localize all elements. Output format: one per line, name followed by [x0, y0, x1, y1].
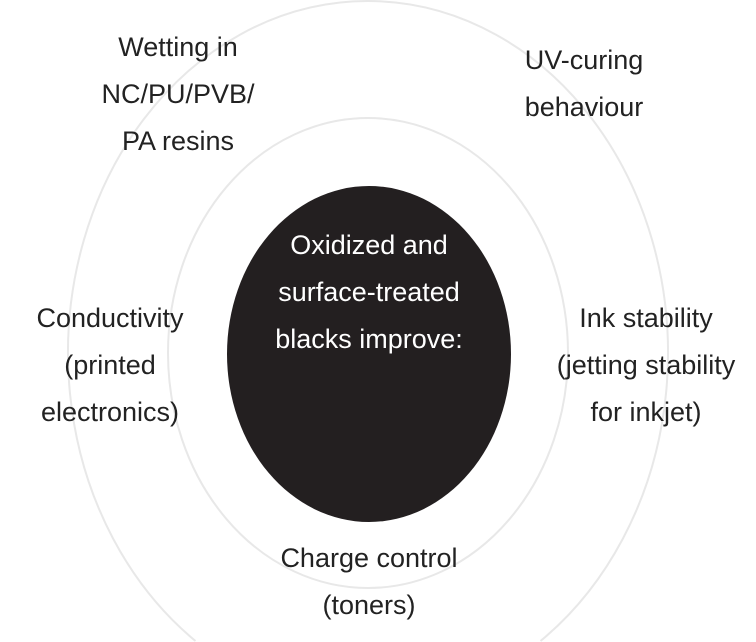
label-line: (toners) [322, 590, 416, 620]
label-line: Wetting in [118, 32, 238, 62]
center-label: Oxidized and surface-treated blacks impr… [219, 222, 519, 363]
center-line: blacks improve: [275, 324, 463, 354]
label-wetting: Wetting in NC/PU/PVB/ PA resins [28, 24, 328, 165]
label-line: UV-curing [524, 45, 644, 75]
center-disc [227, 186, 511, 522]
outer-ring [67, 0, 669, 642]
label-conductivity: Conductivity (printed electronics) [0, 295, 260, 436]
label-line: behaviour [524, 92, 644, 122]
label-charge-control: Charge control (toners) [219, 535, 519, 629]
label-line: Conductivity [36, 303, 184, 333]
label-line: (jetting stability [556, 350, 736, 380]
label-uv-curing: UV-curing behaviour [434, 37, 734, 131]
label-line: for inkjet) [590, 397, 702, 427]
label-ink-stability: Ink stability (jetting stability for ink… [496, 295, 756, 436]
center-line: surface-treated [278, 277, 460, 307]
label-line: NC/PU/PVB/ [101, 79, 255, 109]
label-line: Charge control [280, 543, 458, 573]
inner-ring [167, 117, 569, 589]
center-line: Oxidized and [290, 230, 448, 260]
label-line: Ink stability [579, 303, 713, 333]
label-line: (printed [64, 350, 156, 380]
label-line: PA resins [121, 126, 235, 156]
label-line: electronics) [40, 397, 180, 427]
